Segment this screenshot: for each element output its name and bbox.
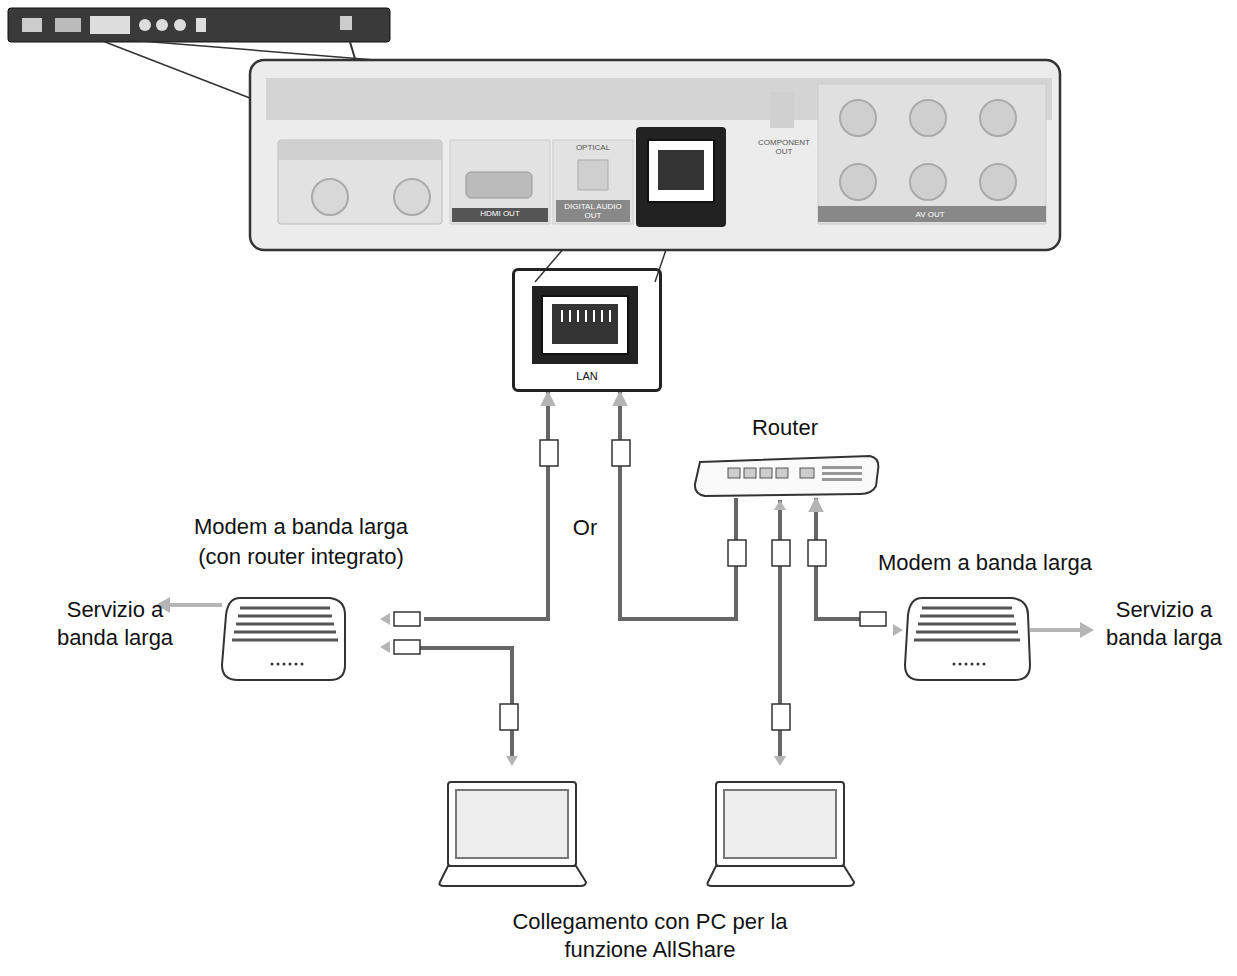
modem-node: Modem a banda larga: [862, 545, 1108, 685]
cable-connector: [424, 392, 548, 619]
lan-port-zoom: [532, 286, 638, 364]
small-arrows: [380, 500, 903, 766]
service-arrows: [156, 597, 1094, 638]
node-label: LAN: [515, 369, 659, 383]
node-label: Router: [690, 414, 880, 442]
laptop-cables: [420, 500, 780, 756]
port-label: AV OUT: [880, 210, 980, 219]
node-label: Modem a banda larga: [862, 549, 1108, 577]
caption-label: Collegamento con PC per la funzione AllS…: [490, 908, 810, 964]
port-label: OPTICAL: [562, 143, 624, 152]
cable-connector: [620, 392, 736, 619]
port-label: COMPONENT OUT: [754, 138, 814, 156]
service-label: Servizio a banda larga: [1096, 596, 1232, 652]
plugs: [394, 440, 886, 730]
lan-port-box: LAN: [512, 268, 662, 392]
laptops: [440, 782, 855, 886]
node-label: Modem a banda larga (con router integrat…: [178, 512, 424, 572]
service-label: Servizio a banda larga: [40, 596, 190, 652]
device-front: [8, 8, 390, 62]
modem-router-node: Modem a banda larga (con router integrat…: [178, 508, 424, 684]
modem-left: [222, 598, 345, 680]
router-device: [695, 456, 878, 496]
port-label: DIGITAL AUDIO OUT: [556, 202, 630, 220]
port-label: HDMI OUT: [452, 209, 548, 218]
rear-panel: [250, 60, 1060, 250]
router-node: Router: [690, 412, 880, 498]
modem-right: [905, 598, 1030, 680]
or-label: Or: [560, 514, 610, 542]
